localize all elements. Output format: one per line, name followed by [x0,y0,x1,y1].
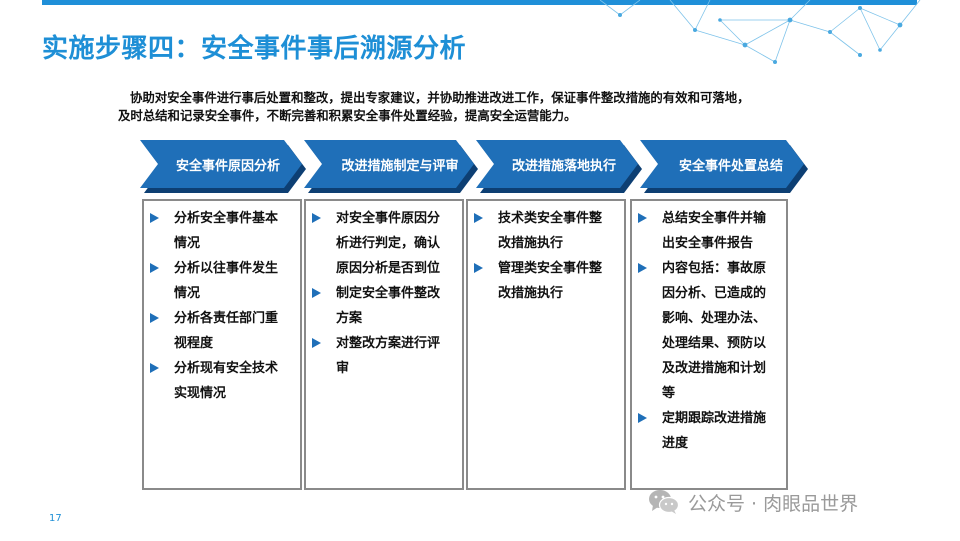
wechat-icon [648,489,680,515]
list-item: 分析以往事件发生情况 [144,256,300,306]
list-item: 分析各责任部门重视程度 [144,306,300,356]
network-decoration [560,0,960,70]
list-item: 技术类安全事件整改措施执行 [468,206,624,256]
list-item: 制定安全事件整改方案 [306,281,462,331]
list-item: 分析安全事件基本情况 [144,206,300,256]
step-label-3: 改进措施落地执行 [494,157,634,177]
list-item: 对安全事件原因分析进行判定，确认原因分析是否到位 [306,206,462,281]
step-box-1: 分析安全事件基本情况 分析以往事件发生情况 分析各责任部门重视程度 分析现有安全… [142,199,302,490]
step-box-2: 对安全事件原因分析进行判定，确认原因分析是否到位 制定安全事件整改方案 对整改方… [304,199,464,490]
watermark-text: 公众号 · 肉眼品世界 [688,489,858,516]
step-label-1: 安全事件原因分析 [158,157,298,177]
step-box-4: 总结安全事件并输出安全事件报告 内容包括：事故原因分析、已造成的影响、处理办法、… [630,199,788,490]
page-title: 实施步骤四：安全事件事后溯源分析 [42,28,466,65]
triangle-bullet-icon [312,213,321,223]
triangle-bullet-icon [150,213,159,223]
triangle-bullet-icon [474,263,483,273]
list-item: 分析现有安全技术实现情况 [144,356,300,406]
triangle-bullet-icon [638,263,647,273]
triangle-bullet-icon [312,338,321,348]
triangle-bullet-icon [638,413,647,423]
triangle-bullet-icon [150,363,159,373]
list-item: 内容包括：事故原因分析、已造成的影响、处理办法、处理结果、预防以及改进措施和计划… [632,256,786,406]
list-item: 对整改方案进行评审 [306,331,462,381]
triangle-bullet-icon [638,213,647,223]
step-label-2: 改进措施制定与评审 [324,157,476,177]
intro-line-1: 协助对安全事件进行事后处置和整改，提出专家建议，并协助推进改进工作，保证事件整改… [118,89,853,107]
list-item: 管理类安全事件整改措施执行 [468,256,624,306]
intro-paragraph: 协助对安全事件进行事后处置和整改，提出专家建议，并协助推进改进工作，保证事件整改… [118,89,853,125]
triangle-bullet-icon [474,213,483,223]
list-item: 总结安全事件并输出安全事件报告 [632,206,786,256]
triangle-bullet-icon [150,313,159,323]
triangle-bullet-icon [312,288,321,298]
page-number: 17 [49,513,62,524]
step-label-4: 安全事件处置总结 [660,157,802,177]
watermark: 公众号 · 肉眼品世界 [648,488,858,516]
triangle-bullet-icon [150,263,159,273]
list-item: 定期跟踪改进措施进度 [632,406,786,456]
intro-line-2: 及时总结和记录安全事件，不断完善和积累安全事件处置经验，提高安全运营能力。 [118,107,853,125]
step-box-3: 技术类安全事件整改措施执行 管理类安全事件整改措施执行 [466,199,626,490]
